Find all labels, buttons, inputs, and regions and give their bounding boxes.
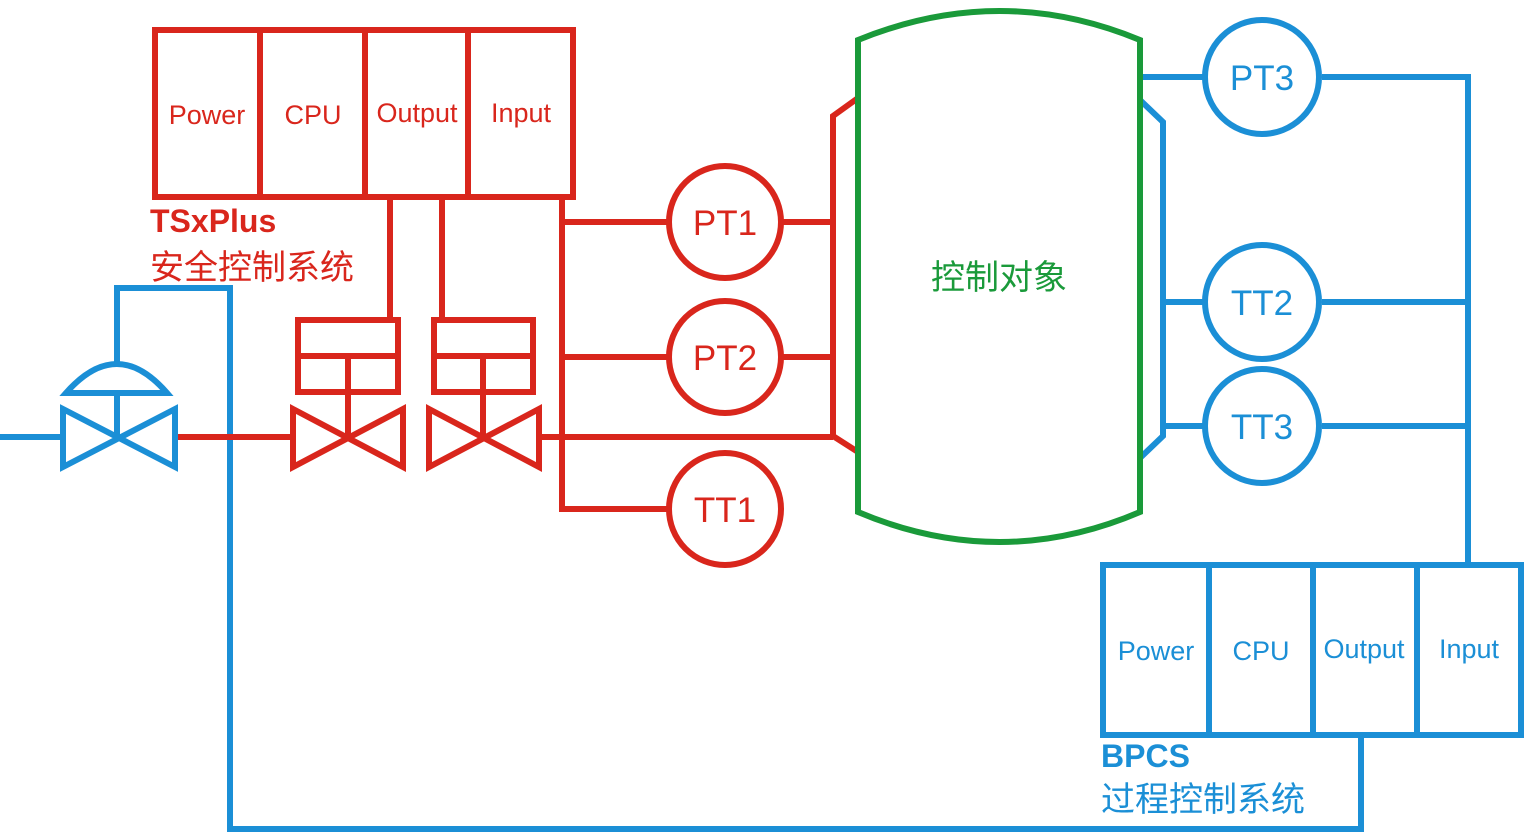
bpcs-module-input-label: Input bbox=[1439, 634, 1500, 664]
pt3-instrument bbox=[1202, 17, 1322, 137]
shutoff-valve-2 bbox=[426, 317, 542, 472]
bpcs-module-power bbox=[1100, 562, 1212, 738]
control-valve-actuator bbox=[59, 361, 174, 396]
tt2-instrument bbox=[1202, 242, 1322, 362]
sis-module-labels: Power CPU Output Input bbox=[169, 98, 552, 130]
control-valve-icon bbox=[59, 361, 178, 472]
pt2-label: PT2 bbox=[693, 339, 757, 378]
bpcs-module-input bbox=[1414, 562, 1524, 738]
sis-instruments: PT1 PT2 TT1 bbox=[666, 163, 784, 568]
pt2-instrument bbox=[666, 298, 784, 416]
sis-system-name: TSxPlus bbox=[150, 203, 276, 239]
sis-system-subtitle: 安全控制系统 bbox=[150, 248, 354, 288]
tt2-label: TT2 bbox=[1231, 284, 1293, 323]
tt1-instrument bbox=[666, 450, 784, 568]
vessel bbox=[855, 8, 1143, 545]
sov2-actuator-top bbox=[431, 317, 536, 359]
sis-module-input bbox=[465, 27, 576, 200]
pt1-label: PT1 bbox=[693, 204, 757, 243]
bpcs-module-power-label: Power bbox=[1118, 636, 1195, 666]
vessel-left-nozzle bbox=[830, 95, 860, 455]
bpcs-module-cpu-label: CPU bbox=[1232, 636, 1289, 666]
bpcs-module-labels: Power CPU Output Input bbox=[1118, 634, 1500, 666]
tt3-label: TT3 bbox=[1231, 408, 1293, 447]
bpcs-module-output bbox=[1310, 562, 1420, 738]
bpcs-system-subtitle: 过程控制系统 bbox=[1101, 780, 1305, 820]
shutoff-valve-icon bbox=[426, 404, 542, 472]
sis-module-cpu-label: CPU bbox=[284, 100, 341, 130]
pt3-label: PT3 bbox=[1230, 59, 1294, 98]
shutoff-valve-icon bbox=[290, 404, 406, 472]
vessel-label: 控制对象 bbox=[931, 258, 1067, 298]
pt1-instrument bbox=[666, 163, 784, 281]
pt3-line-right bbox=[1322, 74, 1471, 563]
bpcs-module-output-label: Output bbox=[1323, 634, 1405, 664]
shutoff-valve-1 bbox=[290, 317, 406, 472]
bpcs-instruments: PT3 TT2 TT3 bbox=[1202, 17, 1322, 486]
sov1-actuator-top bbox=[295, 317, 401, 359]
control-valve-body bbox=[60, 404, 178, 472]
sis-input-bus bbox=[559, 197, 668, 512]
vessel-right-nozzle bbox=[1137, 97, 1166, 461]
bpcs-controller bbox=[1100, 562, 1524, 738]
tt3-instrument bbox=[1202, 366, 1322, 486]
control-valve-signal-line bbox=[114, 285, 1364, 832]
sis-module-input-label: Input bbox=[491, 98, 552, 128]
sis-module-power-label: Power bbox=[169, 100, 246, 130]
sis-controller bbox=[152, 27, 576, 200]
sis-module-output bbox=[362, 27, 471, 200]
sis-module-output-label: Output bbox=[376, 98, 458, 128]
sis-lines bbox=[175, 95, 860, 512]
sis-module-power bbox=[152, 27, 263, 200]
tt1-label: TT1 bbox=[694, 491, 756, 530]
sis-module-cpu bbox=[257, 27, 368, 200]
bpcs-lines bbox=[0, 74, 1471, 832]
bpcs-system-name: BPCS bbox=[1101, 738, 1190, 774]
